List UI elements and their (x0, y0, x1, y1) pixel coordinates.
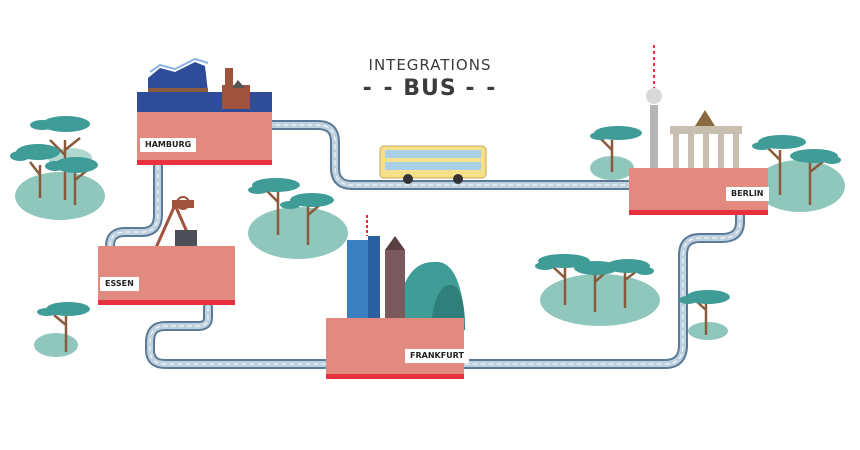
tree-group-right-top (590, 126, 845, 212)
city-label-berlin: BERLIN (726, 187, 769, 201)
frankfurt-platform (326, 215, 465, 379)
city-label-essen: ESSEN (100, 277, 139, 291)
bus (379, 145, 487, 184)
tree-group-center-left (248, 178, 348, 259)
city-label-frankfurt: FRANKFURT (405, 349, 469, 363)
tree-group-left-bottom (34, 302, 90, 357)
tree-group-right-center (535, 254, 660, 326)
tree-group-left-top (10, 116, 105, 220)
title-main-text: BUS (403, 76, 457, 101)
title-dash-right: - - (465, 76, 498, 101)
essen-platform (98, 196, 235, 305)
title-top-text: INTEGRATIONS (368, 56, 492, 74)
hamburg-platform (137, 57, 272, 165)
city-label-hamburg: HAMBURG (140, 138, 197, 152)
road (105, 120, 745, 369)
title-main: - - BUS - - (345, 76, 515, 101)
title-dash-left: - - (362, 76, 395, 101)
tree-group-right-small (679, 290, 730, 340)
